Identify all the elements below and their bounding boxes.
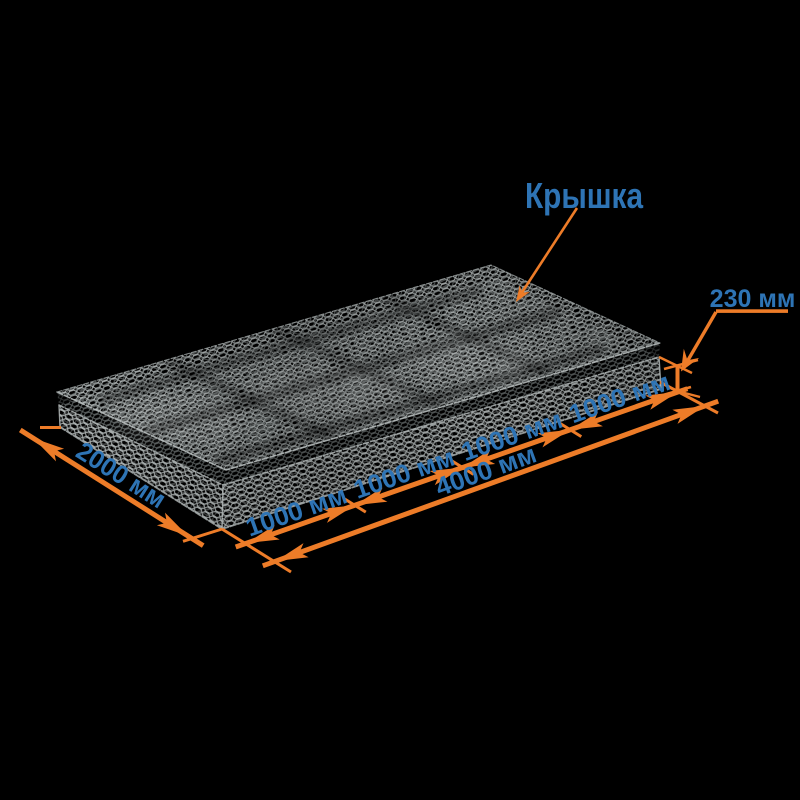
svg-text:230 мм: 230 мм	[710, 285, 796, 313]
svg-text:Крышка: Крышка	[525, 175, 644, 216]
